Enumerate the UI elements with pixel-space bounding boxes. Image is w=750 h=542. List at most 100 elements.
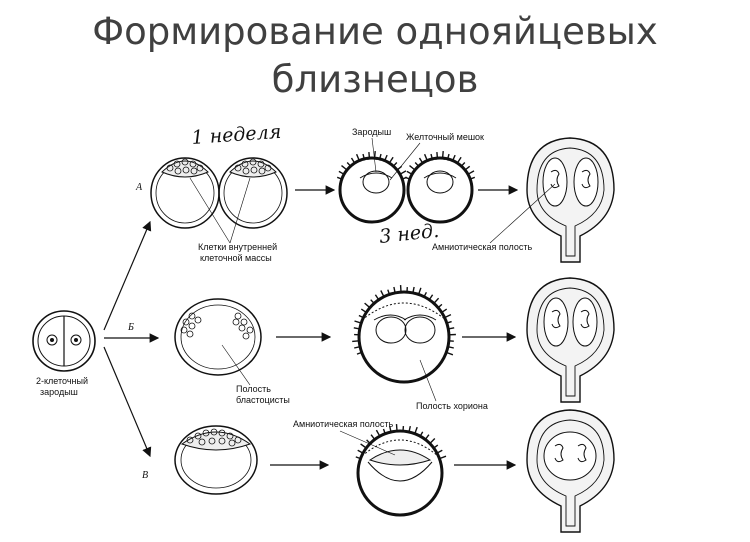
- villus: [355, 153, 360, 161]
- two-cell-label-line2: зародыш: [40, 387, 78, 397]
- villus: [346, 162, 352, 167]
- villus: [392, 162, 398, 167]
- villus: [429, 438, 436, 444]
- title-line-1: Формирование однояйцевых: [92, 10, 658, 53]
- row-b-chorion: [357, 290, 451, 384]
- villus: [370, 299, 375, 304]
- villus: [433, 297, 440, 304]
- villus: [352, 340, 360, 343]
- title-line-2: близнецов: [271, 58, 479, 101]
- chorion-villi: [355, 424, 447, 460]
- villus: [360, 443, 367, 449]
- villus: [388, 156, 394, 164]
- villus: [417, 287, 422, 295]
- row-b-blastocyst: [174, 298, 262, 376]
- villus: [469, 176, 476, 180]
- row-letter-a: А: [135, 182, 143, 193]
- label-blastocyst-cavity-1: Полость: [236, 384, 271, 394]
- row-c-blastocyst: [174, 425, 258, 495]
- chorion-villi: [336, 151, 408, 180]
- villus: [354, 346, 361, 349]
- villus: [446, 320, 452, 324]
- villus: [368, 152, 371, 159]
- villus: [393, 286, 396, 294]
- chorion-villi: [404, 151, 476, 180]
- villus: [379, 153, 382, 160]
- villus: [396, 165, 403, 171]
- villus: [446, 351, 454, 356]
- villus: [428, 294, 434, 301]
- slide-title: Формирование однояйцевых близнецов: [0, 8, 750, 104]
- villus: [389, 425, 392, 433]
- row-a-chorion-left: [338, 156, 406, 224]
- two-cell-zygote: [32, 310, 96, 372]
- villus: [356, 351, 362, 355]
- villus: [350, 157, 356, 164]
- villus: [412, 286, 415, 294]
- row-letter-b: Б: [127, 322, 134, 333]
- two-cell-label-line1: 2-клеточный: [36, 376, 88, 386]
- villus: [387, 289, 391, 295]
- chorion-villi: [352, 285, 456, 356]
- villus: [408, 425, 411, 433]
- villus: [460, 162, 466, 167]
- villus: [423, 291, 428, 298]
- label-blastocyst-cavity-2: бластоцисты: [236, 395, 290, 405]
- arrow-to-row-a: [103, 220, 152, 331]
- row-b-uterus: [526, 277, 615, 403]
- label-chorion-cavity: Полость хориона: [416, 401, 488, 411]
- arrow-to-row-c: [103, 346, 152, 458]
- villus: [354, 320, 362, 324]
- villus: [419, 431, 424, 437]
- villus: [374, 294, 380, 301]
- villus: [456, 156, 462, 164]
- row-c-chorion: [356, 429, 444, 517]
- handwritten-week-1: 1 неделя: [191, 121, 282, 149]
- villus: [424, 434, 430, 440]
- villus: [355, 456, 361, 460]
- villus: [395, 424, 398, 432]
- villus: [464, 165, 471, 171]
- villus: [404, 176, 411, 180]
- villus: [414, 426, 418, 434]
- villus: [444, 313, 452, 319]
- villus: [362, 153, 365, 160]
- label-inner-mass-1: Клетки внутренней: [198, 242, 277, 252]
- handwritten-week-3: 3 нед.: [378, 220, 440, 248]
- villus: [364, 302, 371, 309]
- villus: [436, 152, 439, 159]
- row-a-blastocyst-left: [150, 157, 220, 229]
- label-amniotic-cavity-row-c: Амниотическая полость: [293, 419, 394, 429]
- label-yolk-sac: Желточный мешок: [406, 132, 484, 142]
- villus: [418, 157, 424, 164]
- villus: [441, 151, 444, 159]
- villus: [370, 434, 376, 440]
- villus: [358, 314, 364, 319]
- row-c-uterus: [526, 409, 615, 533]
- villus: [384, 154, 388, 161]
- villus: [380, 290, 385, 298]
- villus: [375, 429, 381, 437]
- villus: [382, 428, 386, 434]
- villus: [439, 455, 447, 460]
- row-a-chorion-right: [406, 156, 474, 224]
- villus: [447, 153, 450, 160]
- villus: [467, 170, 475, 175]
- villus: [399, 170, 407, 175]
- villus: [360, 308, 367, 313]
- villus: [336, 176, 343, 180]
- row-letter-c: В: [142, 470, 148, 481]
- villus: [433, 444, 439, 449]
- villus: [406, 170, 413, 175]
- villus: [436, 449, 443, 454]
- label-inner-mass-2: клеточной массы: [200, 253, 272, 263]
- villus: [447, 346, 454, 349]
- villus: [430, 153, 433, 160]
- villus: [437, 303, 443, 309]
- villus: [423, 153, 428, 161]
- villus: [452, 154, 456, 161]
- label-embryo: Зародыш: [352, 127, 391, 137]
- row-a-blastocyst-right: [218, 157, 288, 229]
- villus: [414, 162, 420, 167]
